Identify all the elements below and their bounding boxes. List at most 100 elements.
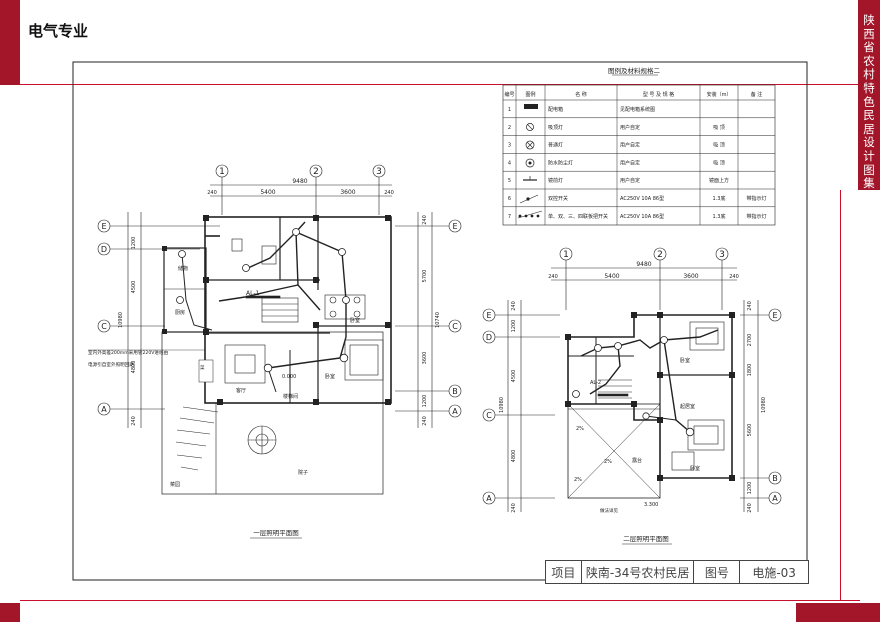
legend-col-head: 图例 [525, 91, 535, 98]
drawing-frame [72, 61, 808, 581]
plan2-axis-A-right: A [772, 494, 778, 503]
legend-cell-spec: 见配电箱系统图 [620, 106, 655, 113]
legend-cell-name: 吸顶灯 [548, 124, 563, 131]
plan1-axis-E-right: E [452, 222, 457, 231]
plan2-dim-left-1: 240 [511, 301, 517, 311]
plan1-axis-D: D [101, 245, 107, 254]
plan1-axis-C: C [101, 322, 107, 331]
legend-col-head: 编号 [504, 91, 514, 98]
plan1-dim-right-4: 3600 [422, 352, 428, 365]
plan2-axis-3: 3 [719, 250, 725, 260]
room-stair: 楼梯间 [283, 393, 298, 400]
bottom-right-accent [796, 603, 880, 622]
plan1-axis-2: 2 [313, 167, 319, 177]
room-bedroom-2: 卧室 [325, 373, 335, 380]
legend-cell-install: 1.3底 [713, 195, 726, 202]
plan2-axis-E: E [486, 311, 491, 320]
plan1-dim-right-2: 5700 [422, 270, 428, 283]
waterproof-lamp-symbol [525, 158, 535, 168]
plan1-note-2: 电源引自室外照明回路 [88, 361, 134, 368]
plan1-axis-C-right: C [452, 322, 458, 331]
title-block-project-label: 项目 [546, 561, 582, 583]
legend-col-head: 备 注 [751, 91, 763, 98]
plan1-dim-right-5: 1200 [422, 395, 428, 408]
legend-cell-name: 双控开关 [548, 195, 568, 202]
plan2-caption: 二层照明平面图 [623, 535, 669, 543]
room-yard: 院子 [298, 469, 308, 476]
plan2-dim-right-4: 10980 [761, 397, 767, 413]
plan2-dim-left-3: 4500 [511, 370, 517, 383]
plan2-dim-right-3: 1800 [747, 364, 753, 377]
plan1-dim-right-3: 10740 [435, 312, 441, 328]
plan2-room-lounge: 起居室 [680, 403, 695, 410]
plan2-axis-E-right: E [772, 311, 777, 320]
plan1-axis-A-right: A [452, 407, 458, 416]
plan1-dim-edge-left: 240 [207, 190, 217, 196]
legend-cell-spec: 用户自定 [620, 159, 640, 166]
plan2-axis-C: C [486, 411, 492, 420]
legend-col-head: 型 号 及 规 格 [643, 91, 674, 98]
page-title: 电气专业 [28, 22, 89, 40]
plan1-axis-B-right: B [452, 387, 458, 396]
title-block-drawing-label: 图号 [694, 561, 741, 583]
plan2-level: 3.300 [644, 502, 658, 508]
plan1-dim-total: 9480 [292, 178, 307, 185]
legend-cell-spec: 用户自定 [620, 177, 640, 184]
plan2-dim-total: 9480 [636, 261, 651, 268]
legend-cell-install: 吸 顶 [713, 143, 725, 149]
plan1-dim-edge-right: 240 [384, 190, 394, 196]
plan2-note: 做法详见 [600, 507, 618, 514]
plan1-dim-left-3: 10980 [118, 312, 124, 328]
top-divider [20, 84, 858, 85]
plan2-dim-left-2: 1200 [511, 320, 517, 333]
legend-cell-install: 镜面上方 [709, 177, 729, 184]
legend-title: 图例及材料规格二 [608, 66, 661, 75]
room-living: 客厅 [236, 387, 246, 394]
title-block-project-name: 陕南-34号农村民居 [582, 561, 695, 583]
plan2-axis-B-right: B [772, 474, 778, 483]
room-bedroom-1: 卧室 [350, 317, 360, 324]
plan1-dim-seg1: 5400 [260, 189, 275, 196]
plan1-note-1: 室内外高差200mm采用管220V进线由 [88, 349, 169, 356]
room-storage: 储物 [178, 265, 188, 272]
plan1-dim-left-1: 1200 [131, 237, 137, 250]
legend-cell-install: 吸 顶 [713, 160, 725, 166]
plan1-labels: 1 2 3 9480 240 5400 3600 240 E D C A E C… [88, 167, 458, 539]
plan2-dim-edge-right: 240 [729, 274, 739, 280]
legend-cell-install: 吸 顶 [713, 125, 725, 131]
plan1-dim-right-6: 240 [422, 416, 428, 426]
right-divider [840, 190, 841, 600]
plan2-dim-edge-left: 240 [548, 274, 558, 280]
bottom-left-accent [0, 603, 20, 622]
legend-cell-install: 1.3底 [713, 213, 726, 220]
legend-cell-no: 4 [508, 160, 511, 166]
plan2-room-terrace: 露台 [632, 457, 642, 464]
plan2-dim-right-1: 240 [747, 301, 753, 311]
room-garden: 菜园 [170, 481, 180, 488]
room-kitchen: 厨房 [175, 309, 185, 316]
legend-cell-no: 7 [508, 214, 511, 220]
legend-col-head: 名 称 [575, 91, 587, 98]
plan2-slope-3: 2% [574, 477, 582, 483]
plan2-dim-left-6: 240 [511, 503, 517, 513]
plan2-slope-1: 2% [576, 426, 584, 432]
legend-cell-note: 带指示灯 [746, 195, 766, 202]
legend-cell-name: 单、双、三、四联板把开关 [548, 213, 608, 220]
plan1-panel-label: AL-1 [246, 290, 260, 297]
side-banner [858, 0, 880, 190]
plan2-dim-seg1: 5400 [604, 273, 619, 280]
plan2-dim-left-5: 4800 [511, 450, 517, 463]
legend-cell-no: 6 [508, 196, 511, 202]
title-block: 项目 陕南-34号农村民居 图号 电施-03 [545, 560, 809, 584]
plan2-dim-right-2: 2700 [747, 334, 753, 347]
side-banner-text: 陕西省农村特色民居设计图集 [863, 13, 875, 191]
plan1-axis-A: A [101, 405, 107, 414]
plan2-room-bedroom-2: 卧室 [690, 465, 700, 472]
legend-cell-no: 5 [508, 178, 511, 184]
plan1-axis-E: E [101, 222, 106, 231]
plan-first-floor [88, 164, 462, 495]
plan1-axis-1: 1 [219, 167, 225, 177]
plan1-dim-right-1: 240 [422, 215, 428, 225]
